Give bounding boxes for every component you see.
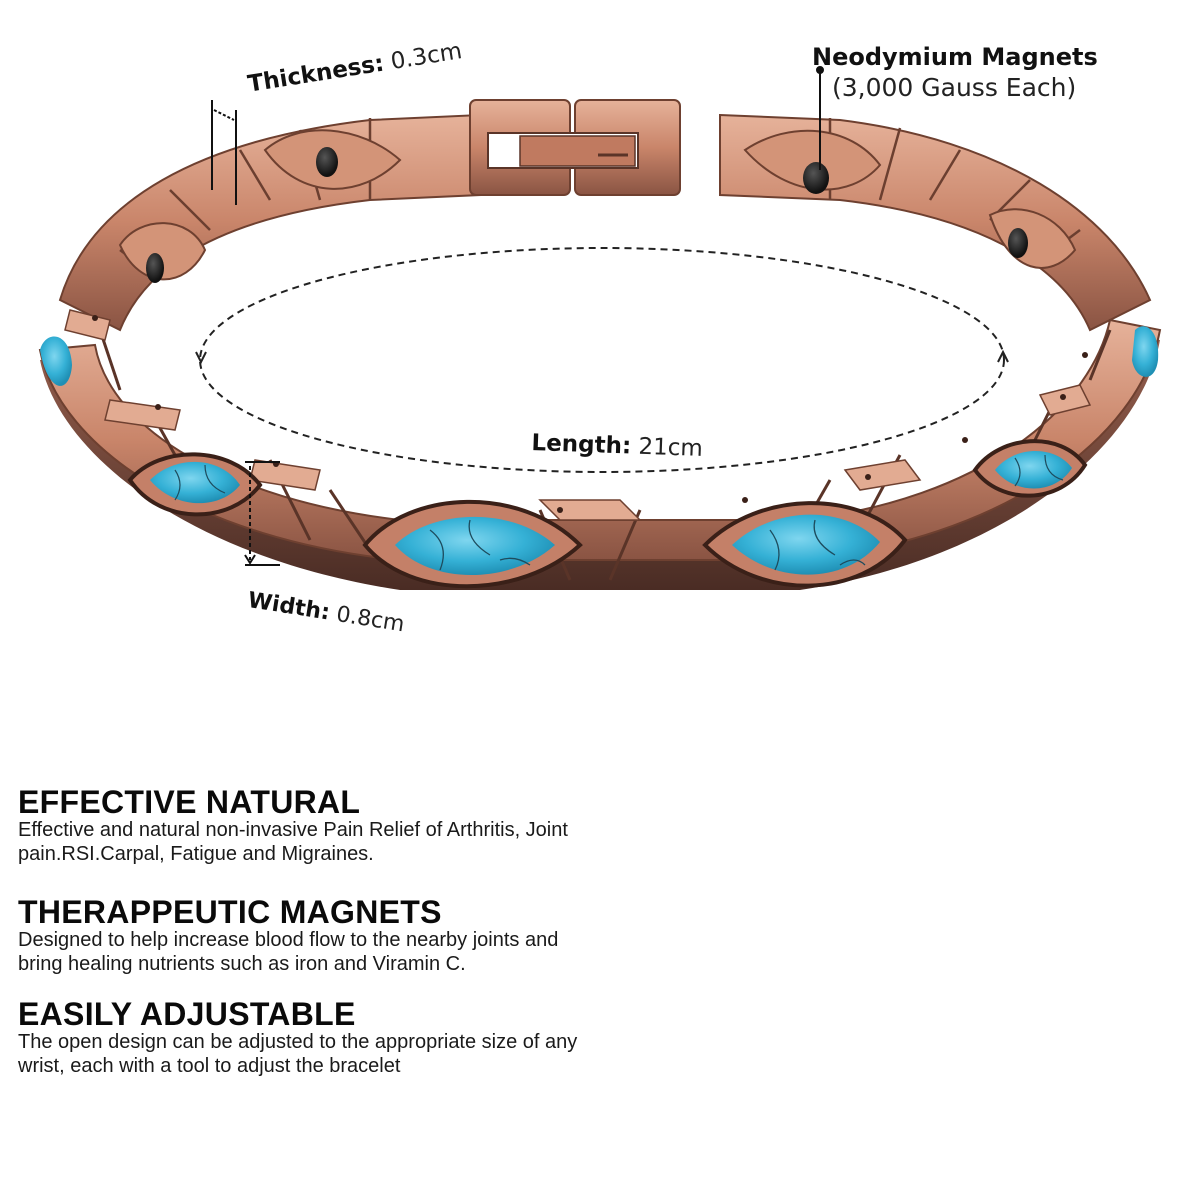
feature-description-line: The open design can be adjusted to the a… bbox=[18, 1031, 578, 1053]
feature-list: EFFECTIVE NATURAL Effective and natural … bbox=[18, 786, 698, 1100]
feature-description-line: pain.RSI.Carpal, Fatigue and Migraines. bbox=[18, 843, 374, 865]
magnet-pointer bbox=[816, 66, 824, 170]
bracelet-back-links bbox=[58, 113, 1152, 332]
feature-description-line: Designed to help increase blood flow to … bbox=[18, 929, 559, 951]
length-indicator-ellipse bbox=[199, 247, 1005, 473]
turquoise-stone bbox=[40, 336, 72, 386]
feature-description-line: Effective and natural non-invasive Pain … bbox=[18, 819, 568, 841]
feature-heading: EASILY ADJUSTABLE bbox=[18, 996, 356, 1032]
width-indicator bbox=[244, 461, 280, 566]
magnet-icon bbox=[1008, 228, 1028, 258]
magnet-label-subtitle: (3,000 Gauss Each) bbox=[832, 73, 1077, 102]
feature-easily-adjustable: EASILY ADJUSTABLE The open design can be… bbox=[18, 998, 698, 1078]
turquoise-stones bbox=[40, 326, 1159, 575]
turquoise-stone bbox=[395, 516, 555, 575]
length-value: 21cm bbox=[638, 433, 704, 462]
turquoise-stone bbox=[1132, 326, 1159, 377]
magnet-icon bbox=[803, 162, 829, 194]
turquoise-stone bbox=[732, 514, 880, 575]
turquoise-stone bbox=[995, 450, 1072, 489]
thickness-indicator bbox=[211, 100, 237, 205]
clasp bbox=[469, 99, 681, 196]
magnet-label-title: Neodymium Magnets bbox=[812, 43, 1098, 71]
magnets bbox=[146, 147, 1028, 283]
turquoise-stone bbox=[150, 461, 240, 504]
product-illustration: Neodymium Magnets (3,000 Gauss Each) Thi… bbox=[38, 38, 1162, 637]
feature-effective-natural: EFFECTIVE NATURAL Effective and natural … bbox=[18, 786, 698, 866]
feature-heading: THERAPPEUTIC MAGNETS bbox=[18, 894, 442, 930]
magnet-icon bbox=[146, 253, 164, 283]
bracelet-image bbox=[38, 66, 1162, 590]
feature-description-line: wrist, each with a tool to adjust the br… bbox=[18, 1055, 401, 1077]
feature-description-line: bring healing nutrients such as iron and… bbox=[18, 953, 466, 975]
length-arrow-left bbox=[195, 351, 207, 365]
feature-therapeutic-magnets: THERAPPEUTIC MAGNETS Designed to help in… bbox=[18, 896, 698, 976]
magnet-icon bbox=[316, 147, 338, 177]
length-arrow-right bbox=[997, 349, 1009, 363]
feature-heading: EFFECTIVE NATURAL bbox=[18, 784, 361, 820]
length-label-key: Length: bbox=[531, 430, 632, 460]
